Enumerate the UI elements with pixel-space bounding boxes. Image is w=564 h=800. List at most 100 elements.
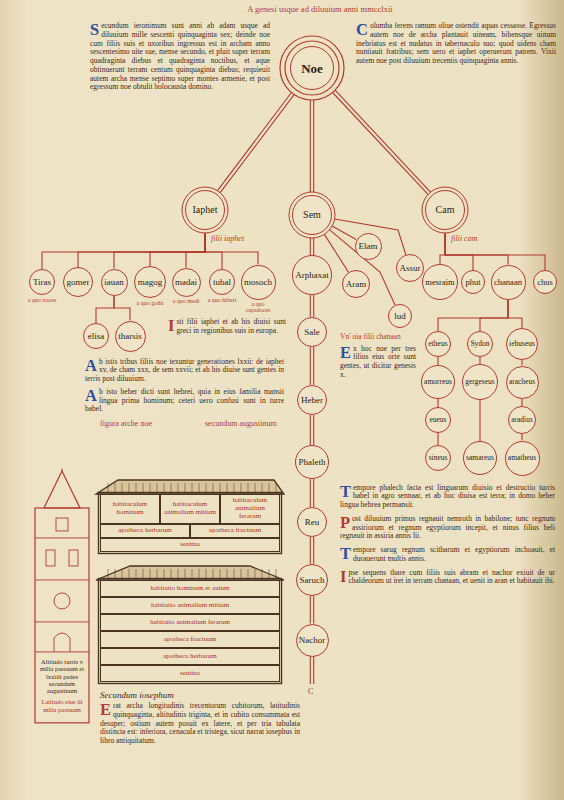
lineage-line: [332, 226, 356, 239]
tower-band: [35, 537, 89, 538]
descendant-circle: mesraim: [422, 264, 458, 300]
descendant-circle: elisa: [83, 323, 109, 349]
descendant-circle: lud: [388, 304, 412, 328]
roof-hatching: [199, 483, 200, 493]
lineage-line: [310, 347, 313, 385]
tower-window: [56, 518, 68, 531]
name-text: Tiras: [33, 278, 51, 287]
descendant-circle: chanaan: [491, 265, 526, 300]
name-text: Iaphet: [193, 205, 218, 215]
descendant-circle: Saruch: [296, 564, 328, 596]
compartment-label: apotheca fructuum: [209, 527, 261, 535]
lineage-line: [521, 360, 522, 366]
descendant-circle: Nachor: [296, 624, 329, 657]
roof-hatching: [136, 483, 137, 493]
ark-compartment: habitatio animalium mitium: [100, 597, 280, 614]
roof-hatching: [262, 569, 263, 579]
roof-hatching: [276, 483, 277, 493]
lineage-line: [205, 233, 258, 265]
roof-hatching: [276, 569, 277, 579]
roof-hatching: [143, 483, 144, 493]
name-text: Sydon: [470, 340, 489, 348]
roof-hatching: [199, 569, 200, 579]
section-caption: Secundum iosephum: [100, 690, 174, 700]
descendant-circle: magog: [134, 266, 166, 298]
lineage-line: [521, 399, 522, 407]
compartment-label: habitaculum animalium mitium: [164, 501, 216, 516]
name-text: amatheus: [508, 454, 536, 462]
roof-hatching: [206, 483, 207, 493]
compartment-label: habitatio hominum et auium: [150, 585, 229, 593]
descendant-circle: Sem: [292, 195, 332, 235]
roof-hatching: [150, 569, 151, 579]
lineage-line: [186, 233, 205, 268]
name-text: Phaleth: [299, 458, 326, 467]
lineage-line: [437, 399, 438, 407]
descendant-circle: aradius: [508, 406, 536, 434]
roof-hatching: [178, 569, 179, 579]
name-text: Sem: [303, 210, 321, 220]
ring-ornament: [422, 187, 468, 233]
roof-hatching: [248, 483, 249, 493]
roof-hatching: [143, 569, 144, 579]
lineage-line: [310, 100, 313, 192]
text-block: Tempore sarug regnum scitharum et egypti…: [340, 546, 555, 564]
lineage-line: [310, 415, 313, 445]
roof-hatching: [269, 483, 270, 493]
ring-ornament: [285, 41, 339, 95]
roof-hatching: [220, 483, 221, 493]
roof-hatching: [213, 569, 214, 579]
name-text: phut: [465, 278, 480, 287]
descendant-circle: chus: [533, 270, 557, 294]
roof-hatching: [192, 483, 193, 493]
roof-hatching: [213, 483, 214, 493]
ark-compartment: habitatio hominum et auium: [100, 580, 280, 597]
tower-window: [69, 550, 78, 566]
descendant-circle: samareus: [463, 441, 497, 475]
lineage-line: [330, 230, 395, 305]
lineage-line: [480, 300, 508, 332]
descendant-circle: Sale: [297, 317, 327, 347]
roof-hatching: [262, 483, 263, 493]
descendant-circle: tubal: [209, 269, 235, 295]
ark-compartment: sentina: [100, 538, 280, 552]
roof-hatching: [129, 483, 130, 493]
name-text: chus: [537, 278, 553, 287]
descendant-circle: iebuseus: [506, 328, 538, 360]
origin-caption: a quo hiberi: [206, 297, 238, 303]
roof-hatching: [185, 483, 186, 493]
lineage-line: [114, 233, 205, 269]
lineage-line: [96, 296, 114, 324]
name-text: iauan: [104, 278, 124, 287]
name-text: Reu: [305, 518, 320, 527]
name-text: aracheus: [509, 378, 535, 386]
descendant-circle: gomer: [63, 267, 93, 297]
lineage-line: [437, 357, 438, 365]
descendant-circle: Heber: [297, 385, 327, 415]
group-caption: filii iaphet: [211, 234, 244, 243]
lineage-line: [310, 295, 313, 317]
name-text: Noe: [301, 62, 323, 75]
descendant-circle: tharsis: [115, 321, 146, 352]
roof-hatching: [157, 483, 158, 493]
tower-of-babel: Altitudo turris v milia passuum et lxxii…: [30, 468, 94, 725]
text-block: Ipse sequens thare cum filiis suis abram…: [340, 569, 555, 587]
lineage-line: [310, 479, 313, 507]
name-text: tharsis: [118, 332, 142, 341]
ancestor-circle: Noe: [290, 46, 334, 90]
descendant-circle: Reu: [297, 507, 327, 537]
name-text: gomer: [67, 278, 90, 287]
tower-finial: [62, 468, 63, 470]
tower-door: [54, 633, 70, 652]
origin-caption: a quo traces: [26, 297, 58, 303]
tower-spire: [44, 471, 80, 508]
descendant-circle: Elam: [355, 233, 382, 260]
descendant-circle: Aram: [342, 270, 370, 298]
text-block: Erat archa longitudinis trecentorum cubi…: [100, 702, 300, 746]
descendant-circle: iauan: [101, 269, 128, 296]
roof-hatching: [206, 569, 207, 579]
roof-hatching: [164, 483, 165, 493]
roof-hatching: [108, 483, 109, 493]
roof-hatching: [178, 483, 179, 493]
